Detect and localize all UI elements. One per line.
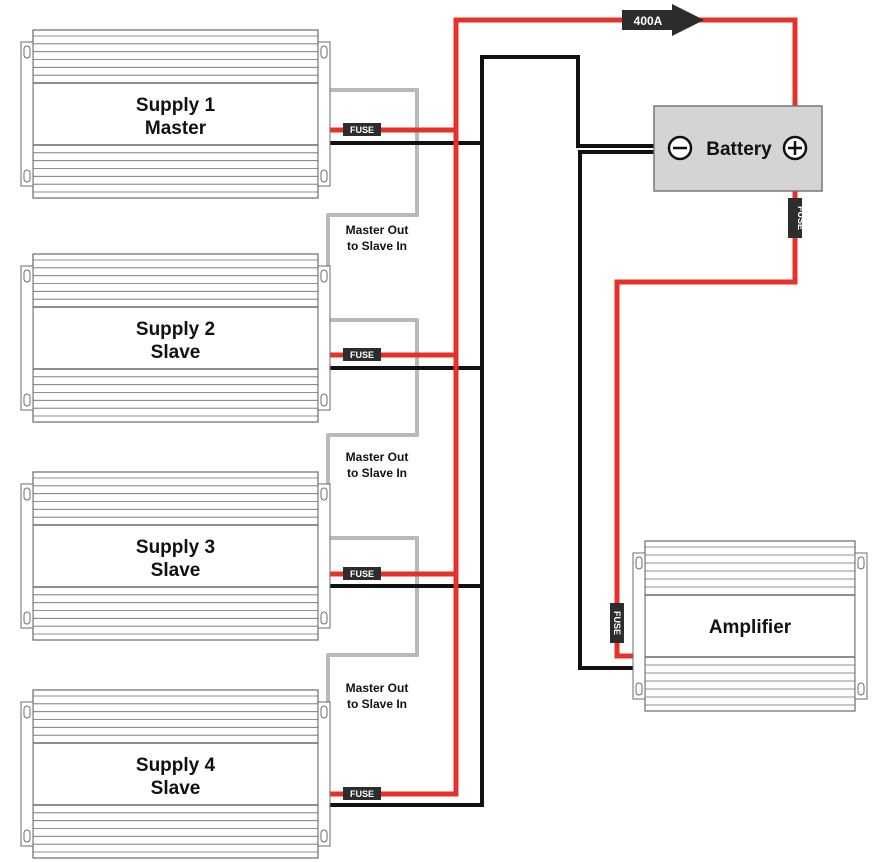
fuse-battery: FUSE xyxy=(788,198,806,238)
fuse-body xyxy=(343,348,381,361)
fuse-supply-4: FUSE xyxy=(343,787,381,800)
mount-hole-icon xyxy=(320,705,328,719)
unit-rail-right xyxy=(317,483,331,629)
mount-hole-icon xyxy=(320,611,328,625)
unit-label: Slave xyxy=(151,342,201,363)
unit-rail-left xyxy=(20,483,34,629)
unit-rail-left xyxy=(20,41,34,187)
negative-wires xyxy=(318,55,668,807)
minus-circle-icon xyxy=(667,135,693,161)
unit-rail-right xyxy=(317,41,331,187)
current-label: 400A xyxy=(634,14,663,28)
unit-label: Supply 1 xyxy=(136,95,216,116)
fuse-body xyxy=(343,123,381,136)
fuse-supply-2: FUSE xyxy=(343,348,381,361)
negative-bus xyxy=(318,55,668,807)
unit-label: Supply 3 xyxy=(136,537,215,558)
fuse-label: FUSE xyxy=(350,125,374,135)
mount-hole-icon xyxy=(320,269,328,283)
unit-rail-right xyxy=(317,701,331,847)
unit-rail-right xyxy=(854,552,868,700)
unit-chassis xyxy=(32,29,319,199)
link-note-1-line1: Master Out xyxy=(346,223,409,237)
negative-amp-wire xyxy=(578,150,668,670)
unit-rail-right xyxy=(317,265,331,411)
mount-hole-icon xyxy=(320,829,328,843)
link-note-3-line2: to Slave In xyxy=(347,697,407,711)
mount-hole-icon xyxy=(857,682,865,696)
mount-hole-icon xyxy=(857,556,865,570)
unit-label: Slave xyxy=(151,778,201,799)
fuse-amplifier: FUSE xyxy=(610,603,624,643)
fuse-body xyxy=(343,787,381,800)
fuse-body xyxy=(343,567,381,580)
fuse-label: FUSE xyxy=(350,789,374,799)
current-arrow: 400A xyxy=(622,4,704,36)
link-note-1-line2: to Slave In xyxy=(347,239,407,253)
mount-hole-icon xyxy=(320,45,328,59)
fuse-label: FUSE xyxy=(350,350,374,360)
unit-label: Amplifier xyxy=(709,617,792,638)
unit-chassis xyxy=(32,471,319,641)
battery: Battery FUSE xyxy=(653,105,823,238)
unit-rail-left xyxy=(632,552,646,700)
fuse-label: FUSE xyxy=(612,611,622,635)
battery-label: Battery xyxy=(706,139,772,160)
fuse-body xyxy=(610,603,624,643)
fuse-supply-1: FUSE xyxy=(343,123,381,136)
mount-hole-icon xyxy=(23,829,31,843)
unit-label: Supply 2 xyxy=(136,319,215,340)
unit-label: Supply 4 xyxy=(136,755,216,776)
link-note-2-line1: Master Out xyxy=(346,450,409,464)
mount-hole-icon xyxy=(635,556,643,570)
mount-hole-icon xyxy=(320,169,328,183)
supply-fuses: FUSE FUSE FUSE FUSE xyxy=(343,123,381,800)
mount-hole-icon xyxy=(23,269,31,283)
fuse-supply-3: FUSE xyxy=(343,567,381,580)
mount-hole-icon xyxy=(23,45,31,59)
unit-chassis xyxy=(32,689,319,859)
amplifier-unit: Amplifier xyxy=(632,540,868,712)
mount-hole-icon xyxy=(23,393,31,407)
link-notes: Master Out to Slave In Master Out to Sla… xyxy=(346,223,409,711)
unit-label: Master xyxy=(145,118,207,139)
mount-hole-icon xyxy=(320,487,328,501)
mount-hole-icon xyxy=(23,169,31,183)
amplifier: Amplifier xyxy=(632,540,868,712)
mount-hole-icon xyxy=(635,682,643,696)
mount-hole-icon xyxy=(320,393,328,407)
unit-chassis xyxy=(32,253,319,423)
mount-hole-icon xyxy=(23,611,31,625)
link-note-2-line2: to Slave In xyxy=(347,466,407,480)
unit-chassis xyxy=(644,540,856,712)
mount-hole-icon xyxy=(23,487,31,501)
current-arrow-shape xyxy=(622,4,704,36)
unit-rail-left xyxy=(20,701,34,847)
fuse-label: FUSE xyxy=(796,206,806,230)
signal-wires xyxy=(318,88,419,754)
link-note-3-line1: Master Out xyxy=(346,681,409,695)
unit-label: Slave xyxy=(151,560,201,581)
mount-hole-icon xyxy=(23,705,31,719)
fuse-body xyxy=(788,198,802,238)
plus-circle-icon xyxy=(782,135,808,161)
fuse-label: FUSE xyxy=(350,569,374,579)
unit-rail-left xyxy=(20,265,34,411)
